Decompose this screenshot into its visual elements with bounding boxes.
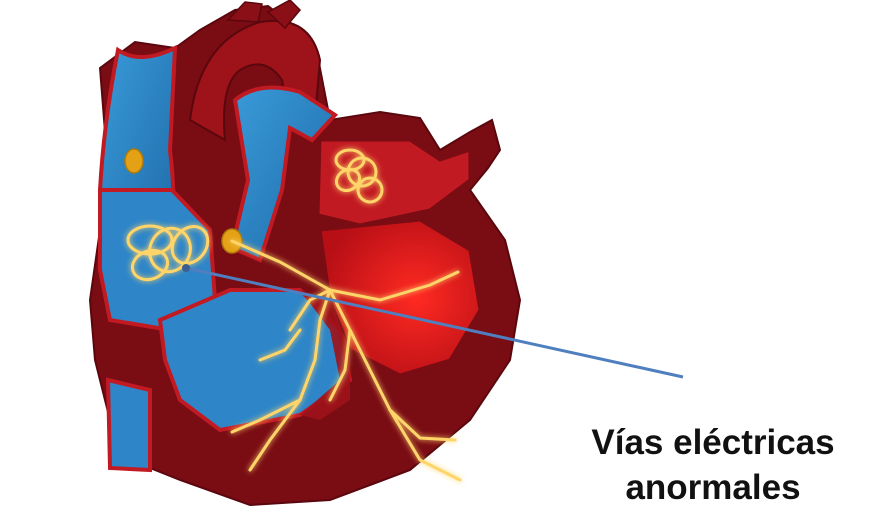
callout-line-1: Vías eléctricas <box>548 420 877 465</box>
sinoatrial-node-icon <box>125 149 143 173</box>
abnormal-pathways-label: Vías eléctricas anormales <box>548 420 877 510</box>
callout-pointer-dot <box>182 264 190 272</box>
inferior-vena-cava <box>108 380 150 470</box>
callout-line-2: anormales <box>548 465 877 510</box>
